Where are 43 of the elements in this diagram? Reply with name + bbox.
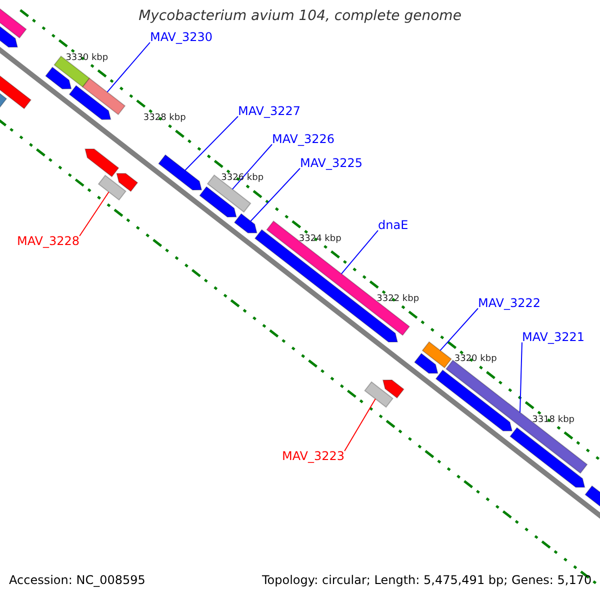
leader-line bbox=[79, 192, 110, 236]
gene-block bbox=[116, 172, 138, 192]
scale-label: 3328 kbp bbox=[143, 113, 186, 124]
gene-block bbox=[234, 213, 258, 234]
gene-block bbox=[510, 427, 586, 488]
leader-line bbox=[340, 230, 378, 274]
gene-label: MAV_3226 bbox=[272, 132, 335, 146]
gene-label: dnaE bbox=[378, 218, 408, 232]
gene-block bbox=[414, 352, 438, 374]
gene-block bbox=[82, 78, 126, 116]
gene-block bbox=[364, 381, 394, 408]
gene-label: MAV_3225 bbox=[300, 156, 363, 170]
leader-line bbox=[106, 42, 150, 93]
leader-line bbox=[344, 398, 376, 452]
gene-label: MAV_3222 bbox=[478, 296, 541, 310]
genome-info-text: Topology: circular; Length: 5,475,491 bp; Genes: 5,170 bbox=[262, 573, 592, 588]
title: Mycobacterium avium 104, complete genome bbox=[138, 8, 462, 25]
gene-block bbox=[254, 229, 398, 342]
scale-label: 3320 kbp bbox=[454, 354, 497, 366]
leader-line bbox=[184, 116, 238, 171]
gene-label: MAV_3228 bbox=[17, 234, 80, 248]
gene-block bbox=[199, 186, 237, 218]
scale-label: 3324 kbp bbox=[298, 234, 342, 244]
accession-text: Accession: NC_008595 bbox=[9, 573, 146, 588]
gene-block bbox=[422, 341, 452, 368]
gene-block bbox=[158, 154, 202, 190]
gene-block bbox=[435, 369, 513, 432]
leader-line bbox=[440, 308, 478, 351]
gene-block bbox=[382, 380, 404, 399]
leader-line bbox=[250, 168, 300, 222]
leader-line bbox=[232, 144, 272, 190]
gene-block bbox=[44, 66, 72, 90]
scale-label: 3330 kbp bbox=[66, 52, 108, 64]
gene-label: MAV_3221 bbox=[522, 330, 585, 344]
scale-label: 3318 kbp bbox=[532, 414, 575, 426]
scale-label: 3322 kbp bbox=[376, 294, 420, 305]
gene-block bbox=[84, 148, 120, 178]
gene-label: MAV_3230 bbox=[150, 30, 213, 44]
gene-label: MAV_3227 bbox=[238, 104, 301, 118]
gene-block bbox=[98, 174, 126, 201]
gene-block bbox=[68, 84, 112, 120]
gene-label: MAV_3223 bbox=[282, 449, 345, 464]
leader-line bbox=[520, 342, 522, 413]
